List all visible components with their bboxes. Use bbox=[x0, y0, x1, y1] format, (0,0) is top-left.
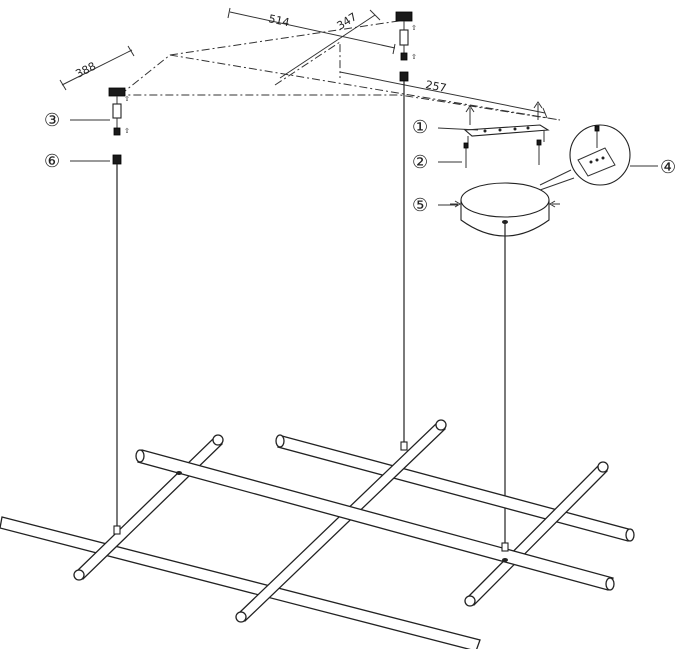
mounting-bracket bbox=[463, 101, 550, 148]
callout-1: ① bbox=[412, 117, 428, 138]
wire-gripper-left bbox=[112, 154, 122, 165]
screws bbox=[463, 139, 542, 168]
svg-text:⇧: ⇧ bbox=[124, 95, 130, 103]
canopy bbox=[450, 182, 560, 237]
svg-text:⇧: ⇧ bbox=[124, 127, 130, 135]
light-fixture-bars bbox=[0, 419, 635, 649]
svg-text:⇧: ⇧ bbox=[411, 53, 417, 61]
callout-4: ④ bbox=[660, 157, 676, 178]
dimension-514: 514 bbox=[267, 12, 290, 29]
ceiling-anchor-middle: ⇧ ⇧ bbox=[395, 11, 417, 61]
dimension-347: 347 bbox=[335, 10, 360, 32]
wire-gripper-middle bbox=[399, 71, 409, 82]
callout-3: ③ bbox=[44, 110, 60, 131]
detail-bubble bbox=[539, 124, 631, 191]
dimension-388: 388 bbox=[73, 60, 98, 81]
ceiling-anchor-left: ⇧ ⇧ bbox=[108, 87, 130, 136]
callout-2: ② bbox=[412, 152, 428, 173]
svg-text:⇧: ⇧ bbox=[411, 24, 417, 32]
callout-6: ⑥ bbox=[44, 151, 60, 172]
callout-5: ⑤ bbox=[412, 195, 428, 216]
suspension-wires bbox=[116, 81, 506, 545]
ceiling-layout-dimensions: 514 347 388 257 bbox=[59, 7, 561, 121]
dimension-257: 257 bbox=[424, 78, 447, 95]
callouts: ③ ⑥ ① ② ⑤ ④ bbox=[44, 110, 676, 216]
